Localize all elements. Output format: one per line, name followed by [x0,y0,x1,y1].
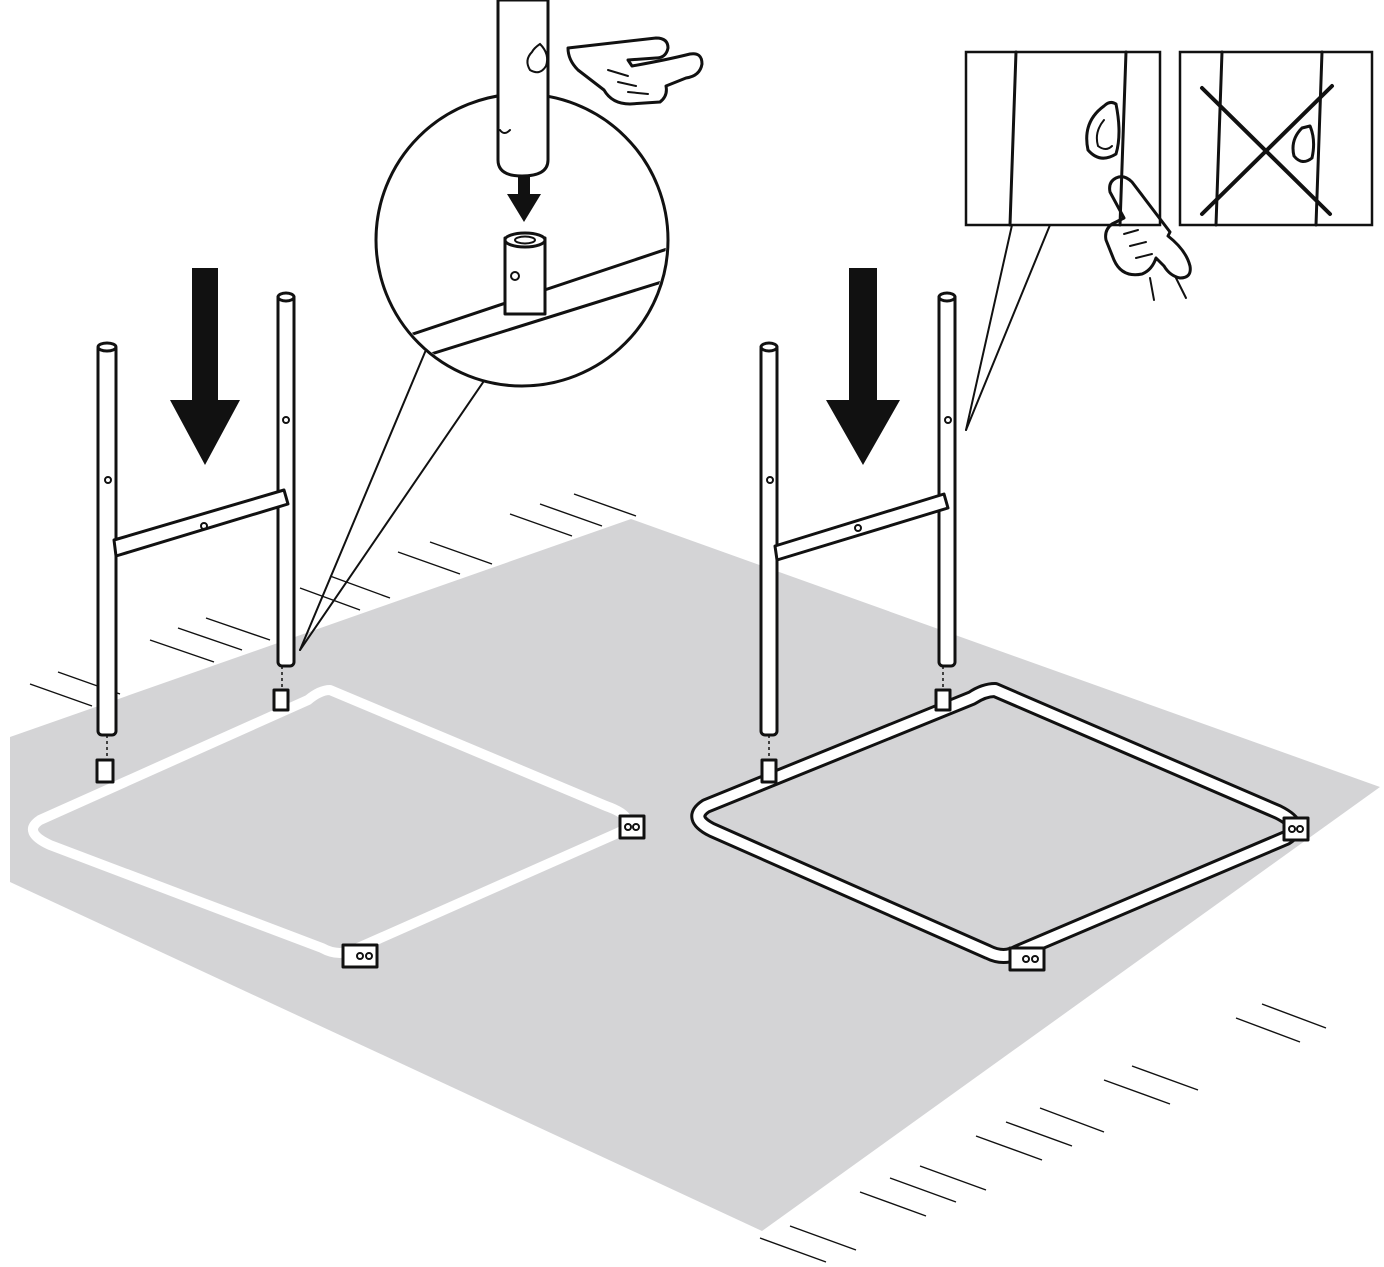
left-crossbar [112,488,290,558]
right-front-post [759,343,779,737]
left-down-arrow-icon [170,268,240,465]
left-frame-peg-back [272,688,290,712]
right-frame-peg-back [934,688,952,712]
detail-magnifier-callout [299,92,670,651]
left-leg-assembly [96,291,296,760]
magnifier-down-arrow-icon [507,168,541,222]
left-frame-end-cap-front [341,943,379,969]
right-leg-assembly [759,291,957,760]
right-frame-end-cap-front [1008,946,1046,972]
panel-pointing-hand-icon [1104,175,1192,301]
button-hole-incorrect-panel [1178,50,1374,227]
right-down-arrow-icon [826,268,900,465]
pointing-hand-icon [566,36,704,106]
floor-hatching [29,493,1327,1263]
right-base-frame [690,682,1310,972]
cross-out-icon [1200,84,1334,216]
button-hole-correct-panel [964,50,1162,431]
right-back-post [937,292,957,668]
right-frame-peg-front [760,758,778,784]
floor-mat [10,519,1380,1231]
left-back-post [276,292,296,668]
detail-tube-insert [496,0,550,178]
left-frame-peg-front [95,758,115,784]
left-base-frame [28,685,646,969]
